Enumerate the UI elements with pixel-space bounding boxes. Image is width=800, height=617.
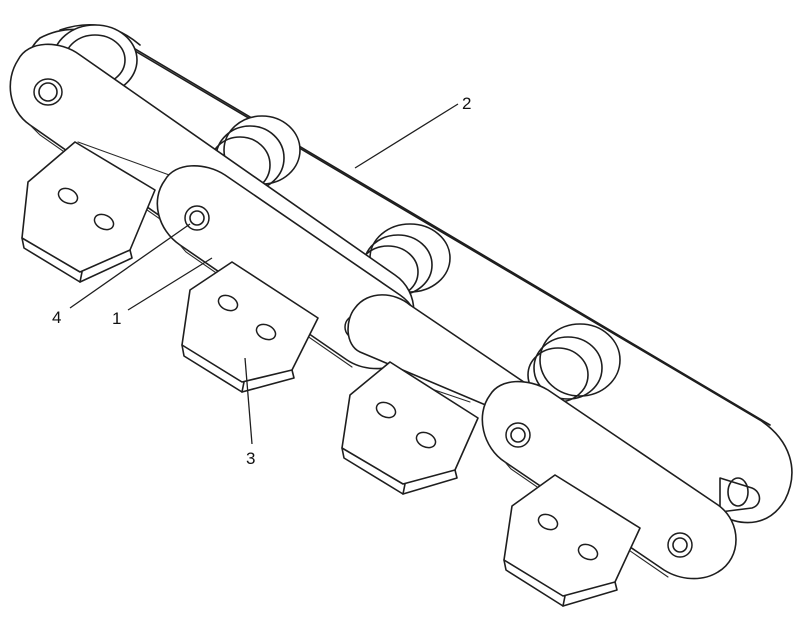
attachment-lug: [181, 261, 319, 393]
attachment-lug: [21, 141, 173, 283]
callout-label-4: 4: [52, 308, 61, 327]
pin: [719, 477, 761, 513]
leader-line-4: [69, 223, 191, 309]
leader-line-1: [127, 257, 213, 311]
leader-line-2: [354, 103, 459, 169]
roller: [527, 323, 621, 403]
attachment-lug: [503, 474, 641, 607]
leader-line-3: [244, 357, 253, 445]
callout-label-3: 3: [246, 449, 255, 468]
callout-label-2: 2: [462, 94, 471, 113]
inner-link-plate: [481, 380, 737, 580]
callout-label-1: 1: [112, 309, 121, 328]
attachment-lug: [341, 361, 479, 495]
